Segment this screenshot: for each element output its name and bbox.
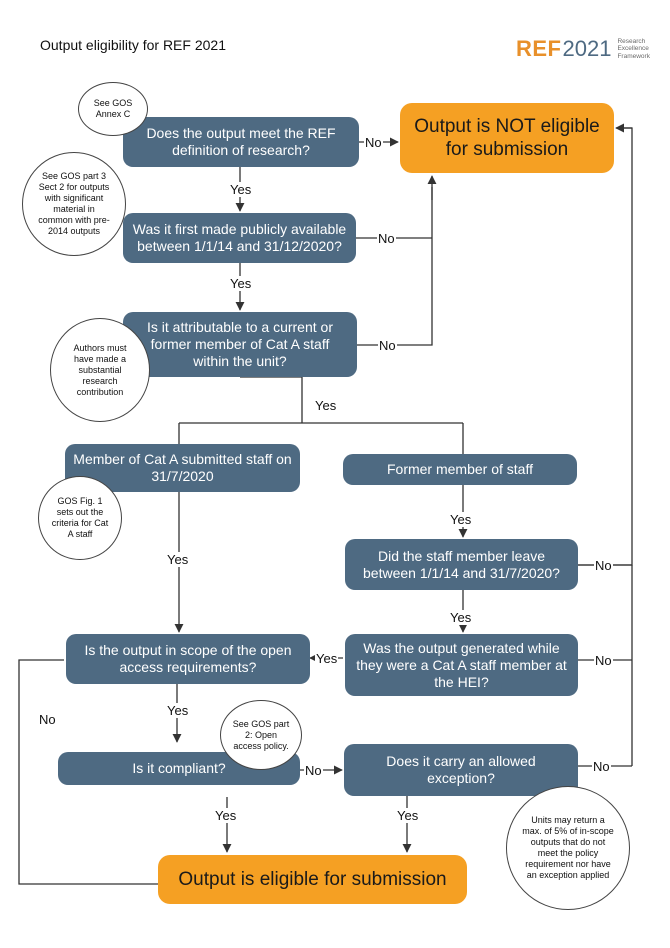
note-part2: See GOS part 2: Open access policy. (220, 700, 302, 770)
node-meets-definition: Does the output meet the REF definition … (123, 117, 359, 167)
logo-subtitle: Research Excellence Framework (617, 37, 650, 60)
note-units: Units may return a max. of 5% of in-scop… (506, 786, 630, 910)
label-no-generated: No (594, 653, 613, 668)
label-yes-exception: Yes (396, 808, 420, 823)
logo-ref-text: REF (516, 36, 562, 61)
edge-right-no-column (578, 127, 633, 566)
label-no-compliant: No (304, 763, 323, 778)
edge-scope-no (18, 659, 158, 885)
label-yes-leave: Yes (449, 610, 473, 625)
page-title: Output eligibility for REF 2021 (40, 37, 226, 53)
label-no-scope: No (38, 712, 57, 727)
node-not-eligible: Output is NOT eligible for submission (400, 103, 614, 173)
label-yes-former: Yes (449, 512, 473, 527)
label-yes-scope: Yes (166, 703, 190, 718)
note-fig1: GOS Fig. 1 sets out the criteria for Cat… (38, 476, 122, 560)
node-eligible: Output is eligible for submission (158, 855, 467, 904)
note-authors: Authors must have made a substantial res… (50, 318, 150, 422)
node-in-scope: Is the output in scope of the open acces… (66, 634, 310, 684)
label-no-leave: No (594, 558, 613, 573)
label-yes-attributable: Yes (314, 398, 338, 413)
note-annex-c: See GOS Annex C (78, 82, 148, 136)
label-no-attributable: No (378, 338, 397, 353)
label-no-exception: No (592, 759, 611, 774)
node-attributable: Is it attributable to a current or forme… (123, 312, 357, 377)
label-no-public: No (377, 231, 396, 246)
node-publicly-available: Was it first made publicly available bet… (123, 213, 356, 263)
node-allowed-exception: Does it carry an allowed exception? (344, 744, 578, 796)
label-no-research: No (364, 135, 383, 150)
edge-attributable-no (357, 187, 433, 346)
label-yes-compliant: Yes (214, 808, 238, 823)
label-yes-member: Yes (166, 552, 190, 567)
node-staff-leave: Did the staff member leave between 1/1/1… (345, 539, 578, 590)
node-member-submitted: Member of Cat A submitted staff on 31/7/… (65, 444, 300, 492)
ref-logo: REF 2021 Research Excellence Framework (516, 36, 650, 62)
note-part3: See GOS part 3 Sect 2 for outputs with s… (22, 152, 126, 256)
label-yes-generated: Yes (315, 651, 339, 666)
node-output-generated: Was the output generated while they were… (345, 634, 578, 696)
node-former-member: Former member of staff (343, 454, 577, 485)
label-yes-public: Yes (229, 276, 253, 291)
logo-year-text: 2021 (562, 36, 612, 61)
label-yes-research: Yes (229, 182, 253, 197)
edge-attributable-yes (240, 376, 303, 423)
